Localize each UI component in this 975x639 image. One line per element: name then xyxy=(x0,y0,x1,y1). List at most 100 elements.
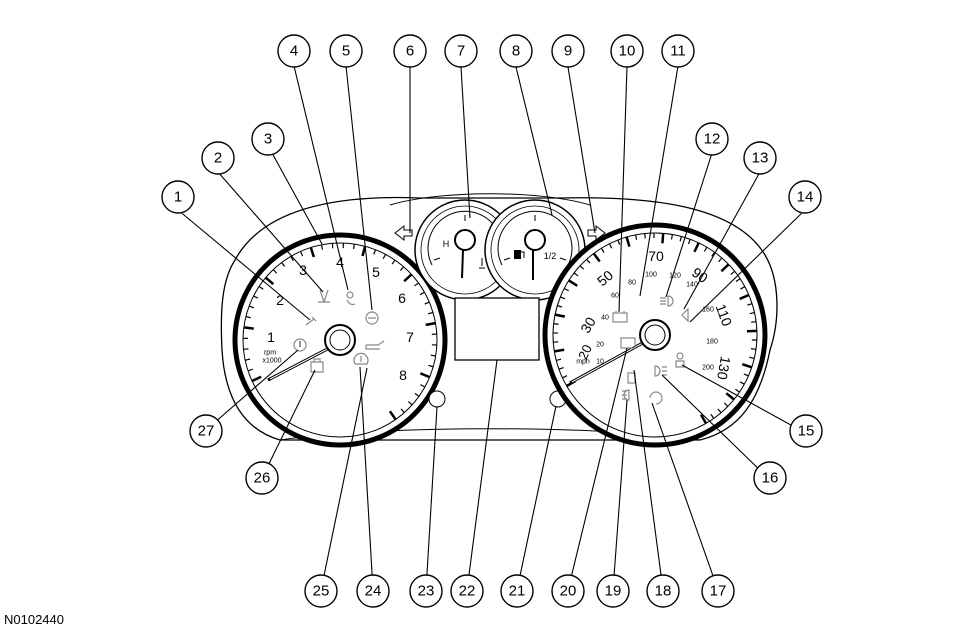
callout-3: 3 xyxy=(251,122,285,156)
speed-mph-130: 130 xyxy=(714,355,734,381)
gauge-tick xyxy=(735,278,741,283)
callout-26: 26 xyxy=(245,461,279,495)
gauge-tick xyxy=(739,381,745,385)
gauge-tick xyxy=(299,251,304,257)
gauge-tick xyxy=(248,305,255,309)
tach-number-8: 8 xyxy=(399,367,407,383)
tach-number-5: 5 xyxy=(372,264,380,280)
callout-2: 2 xyxy=(201,141,235,175)
gauge-tick xyxy=(579,265,585,270)
svg-text:1: 1 xyxy=(174,189,182,206)
gauge-tick xyxy=(562,375,568,379)
gauge-tick xyxy=(586,258,591,264)
callout-leaders xyxy=(177,65,806,591)
gauge-tick xyxy=(353,243,355,250)
speed-mph-20: 20 xyxy=(575,342,595,361)
front-fog-lamp-icon xyxy=(654,365,667,377)
gauge-tick xyxy=(749,356,755,359)
gauge-tick xyxy=(414,392,420,397)
gauge-tick xyxy=(679,236,682,242)
gauge-tick xyxy=(391,259,396,265)
svg-text:25: 25 xyxy=(313,583,330,600)
svg-text:18: 18 xyxy=(655,583,672,600)
gauge-tick xyxy=(592,252,601,263)
seatbelt-icon xyxy=(675,352,685,368)
left-turn-arrow-icon xyxy=(394,224,413,242)
gauge-tick xyxy=(747,303,753,306)
svg-text:10: 10 xyxy=(619,43,636,60)
gauge-tick xyxy=(247,368,253,372)
cluster-top-hood xyxy=(389,193,591,206)
callout-23: 23 xyxy=(409,574,443,608)
gauge-tick xyxy=(670,234,673,240)
gauge-tick xyxy=(687,239,691,245)
gauge-tick xyxy=(245,315,251,319)
speed-hub xyxy=(639,319,671,351)
temp-needle xyxy=(461,249,464,279)
tachometer-ticks xyxy=(243,243,437,421)
svg-text:2: 2 xyxy=(214,150,222,167)
callout-13: 13 xyxy=(743,141,777,175)
gauge-tick xyxy=(243,326,254,330)
gauge-tick xyxy=(723,402,729,407)
brake-warning-icon: ! xyxy=(293,338,307,352)
gauge-tick xyxy=(563,287,569,292)
speed-kmh-60: 60 xyxy=(611,293,619,300)
gauge-tick xyxy=(600,247,605,253)
svg-text:26: 26 xyxy=(254,470,271,487)
gauge-tick xyxy=(625,236,631,247)
tach-number-1: 1 xyxy=(267,329,275,345)
svg-text:17: 17 xyxy=(710,583,727,600)
svg-text:14: 14 xyxy=(797,189,814,206)
gauge-tick xyxy=(403,273,413,283)
gauge-tick xyxy=(253,295,259,299)
svg-text:15: 15 xyxy=(798,423,815,440)
thermometer-icon xyxy=(479,258,485,269)
figure-id-label: N0102440 xyxy=(4,612,64,627)
gauge-tick xyxy=(661,233,665,244)
svg-text:11: 11 xyxy=(670,43,686,60)
svg-text:21: 21 xyxy=(509,583,526,600)
gauge-tick xyxy=(720,263,730,273)
callout-16: 16 xyxy=(753,461,787,495)
gauge-tick xyxy=(419,372,431,379)
gauge-tick xyxy=(388,410,397,421)
speed-kmh-160: 160 xyxy=(702,307,714,314)
svg-text:13: 13 xyxy=(752,150,769,167)
svg-text:7: 7 xyxy=(457,43,465,60)
gauge-tick xyxy=(693,242,700,253)
tach-unit-rpm: rpm xyxy=(264,350,276,357)
gauge-tick xyxy=(735,388,740,393)
gauge-tick xyxy=(725,392,735,401)
gauge-tick xyxy=(560,296,566,300)
tach-number-2: 2 xyxy=(276,292,284,308)
callout-10: 10 xyxy=(610,34,644,68)
power-steering-icon xyxy=(365,311,379,325)
gauge-tick xyxy=(717,408,722,414)
speed-kmh-40: 40 xyxy=(601,315,609,322)
speed-mph-30: 30 xyxy=(577,314,599,336)
tach-number-7: 7 xyxy=(406,329,414,345)
svg-text:4: 4 xyxy=(290,43,298,60)
callout-12: 12 xyxy=(695,122,729,156)
callout-18: 18 xyxy=(646,574,680,608)
gauge-tick xyxy=(711,251,716,257)
speed-mph-70: 70 xyxy=(648,248,664,264)
gauge-tick xyxy=(264,276,275,286)
callout-11: 11 xyxy=(661,34,695,68)
speed-kmh-10: 10 xyxy=(596,359,604,366)
callout-9: 9 xyxy=(551,34,585,68)
gauge-tick xyxy=(644,233,646,239)
gauge-tick xyxy=(554,313,566,318)
gauge-tick xyxy=(309,247,316,258)
callout-15: 15 xyxy=(789,414,823,448)
speed-kmh-80: 80 xyxy=(628,280,636,287)
gauge-tick xyxy=(740,286,746,290)
gauge-tick xyxy=(718,257,723,263)
rear-fog-lamp-icon xyxy=(622,389,630,401)
gauge-tick xyxy=(556,358,562,361)
speed-kmh-140: 140 xyxy=(686,282,698,289)
callout-4: 4 xyxy=(277,34,311,68)
speed-kmh-200: 200 xyxy=(702,365,714,372)
callout-24: 24 xyxy=(356,574,390,608)
